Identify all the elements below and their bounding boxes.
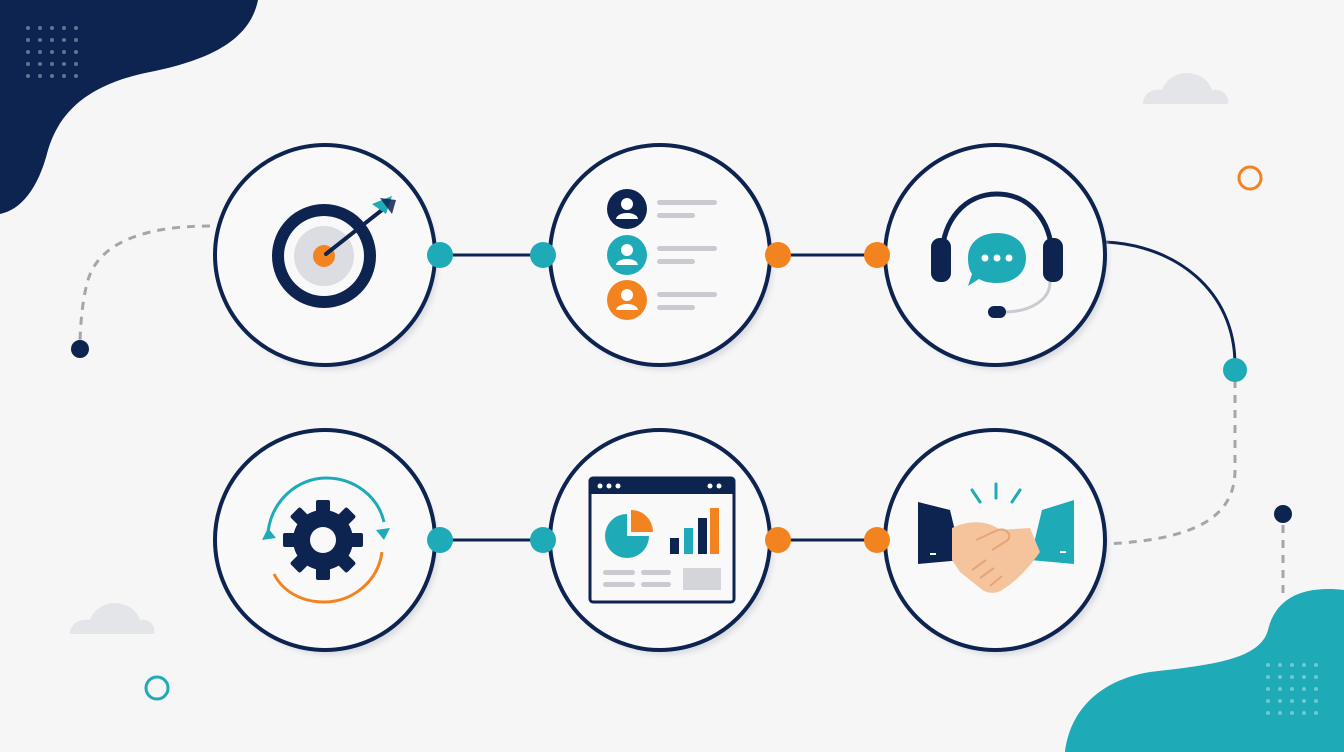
cloud-icon	[1143, 72, 1229, 104]
connector-node	[427, 242, 453, 268]
curved-connector-right	[1104, 240, 1237, 366]
connector-node	[765, 242, 791, 268]
connector-node	[765, 527, 791, 553]
ring-icon	[144, 675, 170, 701]
connector-node	[427, 527, 453, 553]
connector-node	[864, 242, 890, 268]
target-arrow-icon	[272, 196, 396, 308]
start-dot	[71, 340, 89, 358]
connector-node	[864, 527, 890, 553]
headset-chat-icon	[931, 191, 1063, 318]
contact-list-icon	[607, 189, 717, 320]
step-circle-contacts	[548, 143, 773, 370]
dot-grid-top-left	[26, 26, 78, 78]
connector-node	[1223, 358, 1247, 382]
end-dot	[1274, 505, 1292, 523]
connector-node	[530, 527, 556, 553]
dot-grid-bottom-right	[1266, 663, 1318, 715]
dashed-path-right	[1104, 380, 1237, 546]
analytics-dashboard-icon	[588, 476, 736, 604]
connector-node	[530, 242, 556, 268]
dashed-path-start	[78, 224, 211, 346]
handshake-icon	[918, 482, 1074, 593]
cloud-icon	[70, 602, 155, 634]
corner-blob-bottom-right	[1065, 589, 1344, 752]
gear-cycle-icon	[262, 476, 390, 604]
ring-icon	[1237, 165, 1263, 191]
corner-blob-top-left	[0, 0, 258, 214]
